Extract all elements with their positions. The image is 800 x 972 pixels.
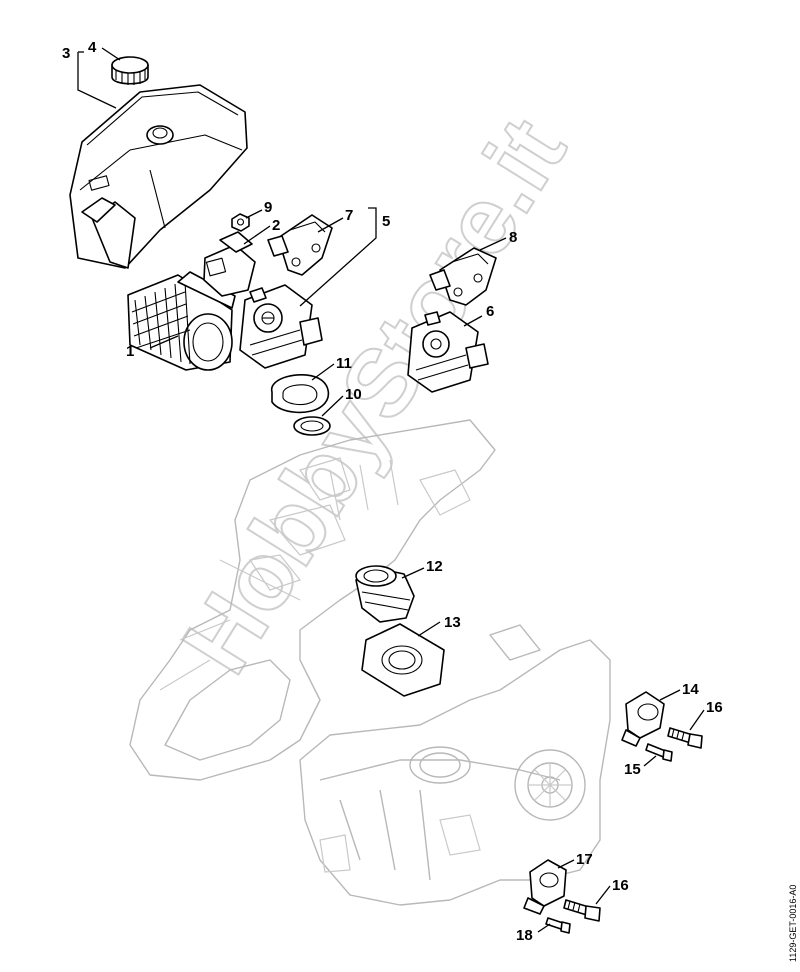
intake-flange	[361, 623, 445, 697]
manifold-upper	[267, 214, 333, 276]
label-4: 4	[88, 39, 97, 56]
callout-labels: 3 4 1 2 9 7 5 8 6 11 10 12 13 14 16 15 1…	[62, 39, 723, 944]
label-10: 10	[345, 386, 362, 403]
manifold-right	[429, 247, 497, 306]
leader-lines	[77, 47, 705, 933]
label-2: 2	[272, 217, 280, 234]
label-12: 12	[426, 558, 443, 575]
label-16-lower: 16	[612, 877, 629, 894]
label-3: 3	[62, 45, 70, 62]
label-13: 13	[444, 614, 461, 631]
gasket	[271, 374, 330, 414]
label-11: 11	[336, 355, 352, 372]
label-5: 5	[382, 213, 390, 230]
cap-knob	[111, 56, 149, 85]
screw-15	[645, 743, 673, 762]
label-18: 18	[516, 927, 533, 944]
label-7: 7	[345, 207, 353, 224]
label-8: 8	[509, 229, 517, 246]
carburetor-right	[407, 311, 489, 393]
document-id: 1129-GET-0016-A0	[788, 885, 798, 962]
screw-lower	[563, 899, 601, 922]
label-9: 9	[264, 199, 272, 216]
handle-housing-ghost	[129, 419, 496, 781]
o-ring	[293, 416, 331, 436]
label-16-upper: 16	[706, 699, 723, 716]
screw-18	[545, 917, 571, 934]
carburetor-left	[239, 284, 323, 369]
engine-crankcase	[299, 624, 611, 906]
mount-lower	[523, 859, 567, 915]
intake-boot	[355, 565, 415, 623]
label-1: 1	[126, 343, 134, 360]
label-14: 14	[682, 681, 699, 698]
small-nut	[231, 213, 250, 232]
mount-upper	[621, 691, 665, 747]
elbow-fitting	[203, 231, 256, 297]
shroud-cover	[69, 84, 248, 269]
label-17: 17	[576, 851, 593, 868]
screw-upper	[667, 727, 703, 749]
label-15: 15	[624, 761, 641, 778]
label-6: 6	[486, 303, 494, 320]
